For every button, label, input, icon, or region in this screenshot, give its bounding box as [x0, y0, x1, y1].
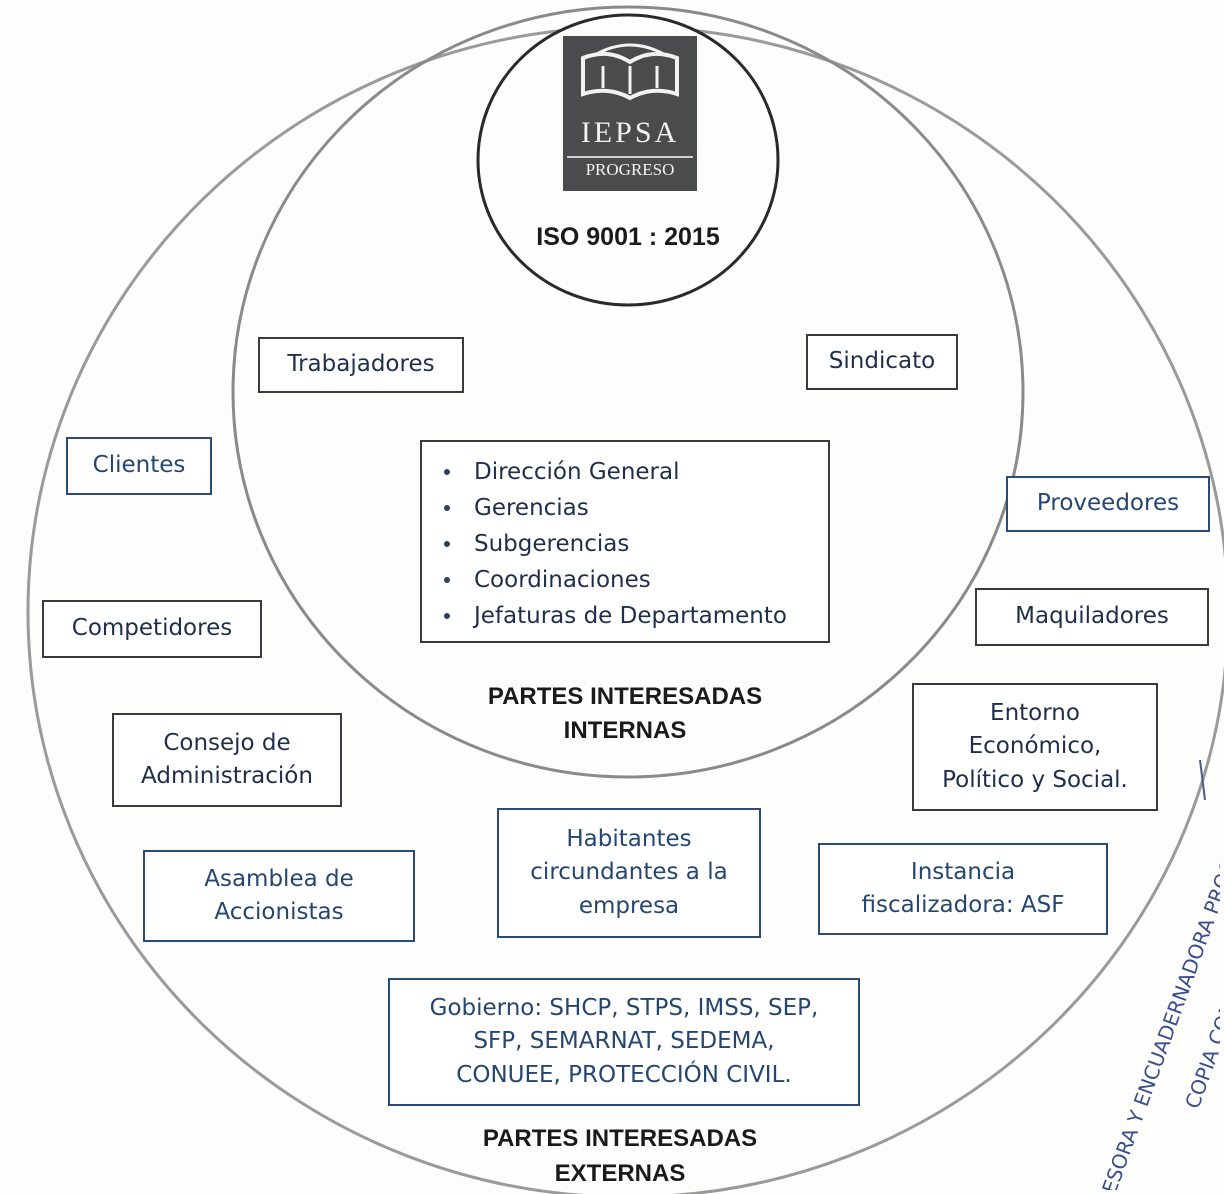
box-clientes: Clientes	[66, 437, 212, 495]
standard-label: ISO 9001 : 2015	[536, 223, 720, 251]
box-competidores: Competidores	[42, 600, 262, 658]
box-trabajadores: Trabajadores	[258, 337, 464, 393]
list-item: Dirección General	[444, 454, 818, 490]
logo-subtitle: PROGRESO	[567, 156, 693, 182]
external-label: PARTES INTERESADAS EXTERNAS	[482, 1125, 758, 1187]
internal-label: PARTES INTERESADAS INTERNAS	[487, 683, 763, 744]
logo-brand: IEPSA	[580, 116, 680, 149]
box-gobierno: Gobierno: SHCP, STPS, IMSS, SEP,SFP, SEM…	[388, 978, 860, 1106]
stamp-text-2: COPIA CON	[1180, 998, 1220, 1112]
stamp: ESORA Y ENCUADERNADORA PROG COPIA CON	[1097, 760, 1220, 1190]
list-item: Coordinaciones	[444, 562, 818, 598]
internal-roles-list: Dirección General Gerencias Subgerencias…	[420, 440, 830, 643]
box-maquiladores: Maquiladores	[975, 588, 1209, 646]
list-item: Subgerencias	[444, 526, 818, 562]
box-proveedores: Proveedores	[1006, 476, 1210, 532]
book-icon	[581, 43, 679, 101]
stamp-text-1: ESORA Y ENCUADERNADORA PROG	[1097, 855, 1220, 1190]
list-item: Jefaturas de Departamento	[444, 598, 818, 634]
iepsa-logo: IEPSA PROGRESO	[563, 36, 697, 191]
box-sindicato: Sindicato	[806, 334, 958, 390]
list-item: Gerencias	[444, 490, 818, 526]
inner-circle	[231, 5, 1025, 779]
